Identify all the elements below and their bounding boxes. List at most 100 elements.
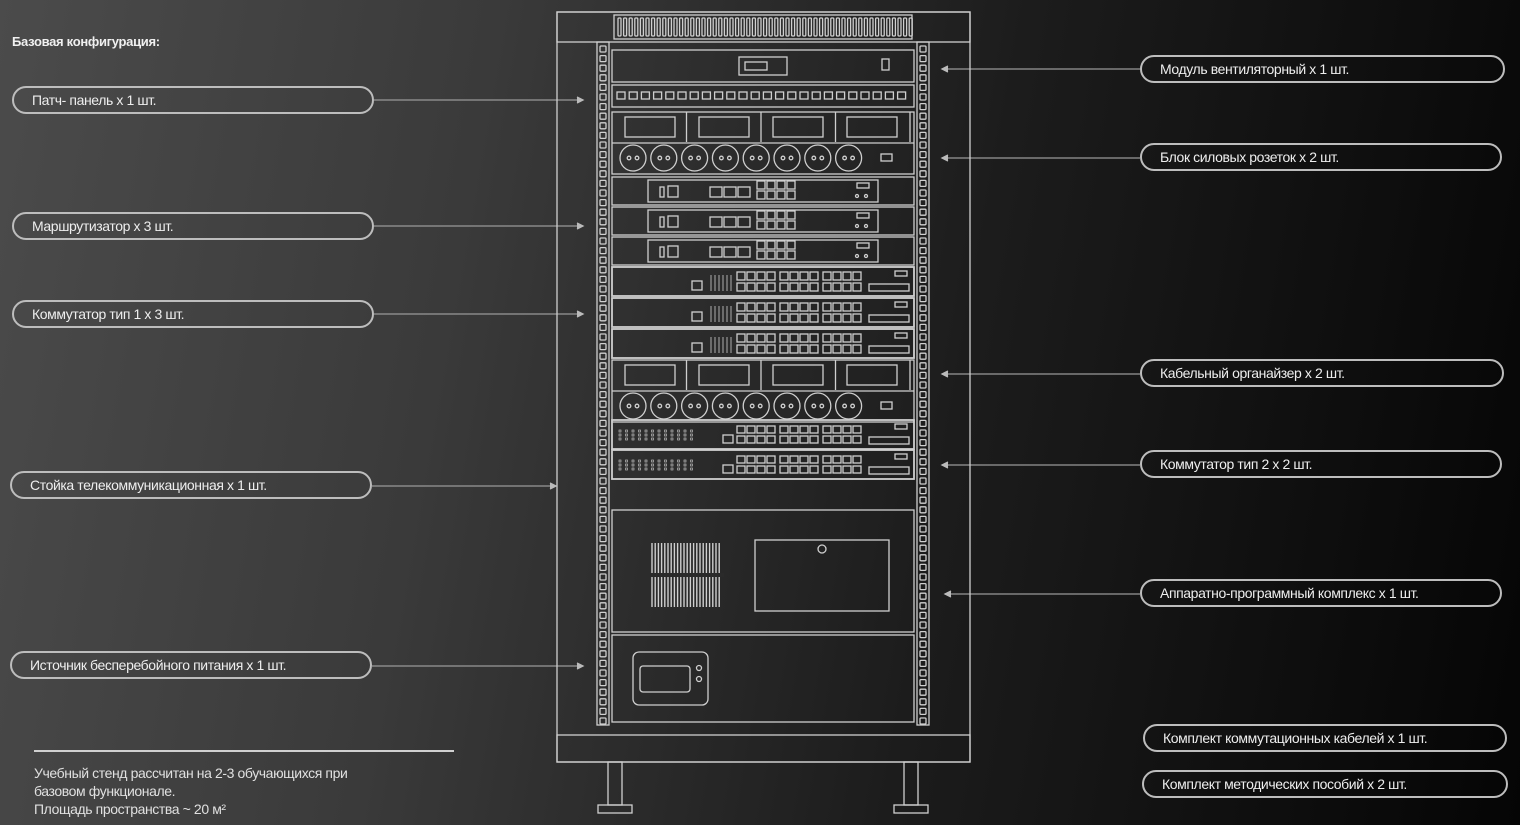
switch-port [842, 465, 852, 474]
power-indicator [772, 116, 824, 138]
router-port [667, 185, 679, 198]
socket-pin [788, 403, 794, 409]
switch-logo [894, 332, 908, 339]
rail-hole [599, 189, 607, 197]
switch-port [756, 344, 766, 354]
switch-port [766, 333, 776, 343]
patch-port [774, 91, 785, 100]
power-block-2 [611, 359, 915, 423]
led [683, 433, 687, 437]
switch-port [746, 333, 756, 343]
router-lan-port [766, 250, 776, 260]
patch-port [811, 91, 821, 100]
vent-slot [768, 17, 773, 37]
socket [804, 392, 832, 420]
patch-port [896, 91, 907, 100]
switch-port [756, 271, 766, 281]
router [611, 236, 915, 266]
switch-port [809, 282, 819, 292]
rail-hole [919, 323, 927, 332]
power-indicator [624, 364, 676, 386]
rail-hole [599, 582, 607, 591]
router-led [854, 193, 860, 199]
rail-hole [599, 304, 607, 312]
led [631, 433, 635, 437]
switch-port [822, 455, 832, 464]
router-body [647, 209, 879, 233]
led [618, 459, 622, 463]
patch-port [738, 91, 748, 100]
router-port [709, 246, 723, 258]
socket-pin [665, 155, 671, 161]
rail-hole [599, 285, 607, 293]
led [651, 463, 654, 467]
rail-hole [919, 438, 927, 447]
switch-port [736, 465, 746, 474]
section-heading: Базовая конфигурация: [12, 34, 160, 49]
vent-slot [774, 17, 779, 37]
note-text: Учебный стенд рассчитан на 2-3 обучающих… [34, 764, 348, 818]
router-lan-port [776, 240, 786, 250]
label-cable-kit: Комплект коммутационных кабелей х 1 шт. [1143, 724, 1507, 752]
led [683, 459, 687, 463]
led [638, 467, 641, 471]
router-port [659, 216, 665, 228]
led [657, 463, 661, 467]
patch-port [616, 91, 626, 100]
led [657, 459, 661, 463]
switch-port [822, 302, 832, 312]
switch-port [842, 455, 852, 464]
fan-switch [881, 58, 890, 71]
vent-slot [891, 17, 897, 37]
switch-port [842, 282, 852, 292]
socket [742, 392, 770, 420]
complex-panel [754, 539, 890, 612]
rail-hole [599, 179, 607, 188]
switch-logo [894, 301, 908, 308]
power-indicator [698, 116, 750, 138]
rack-base [556, 734, 971, 763]
socket-pin [811, 155, 817, 161]
rail-hole [919, 717, 927, 725]
switch-port [789, 455, 799, 464]
label-router: Маршрутизатор х 3 шт. [12, 212, 374, 240]
rail-hole [599, 554, 607, 562]
socket-pin [726, 403, 732, 409]
sfp-ports [868, 283, 910, 292]
rail-hole [919, 218, 927, 226]
switch-port [842, 271, 852, 281]
vent-slot [723, 17, 729, 37]
switch-port [799, 435, 809, 444]
led [631, 463, 635, 467]
switch-port [756, 425, 766, 434]
label-rack: Стойка телекоммуникационная х 1 шт. [10, 471, 372, 499]
rail-hole [599, 534, 607, 543]
switch-chassis [611, 297, 915, 328]
switch-port [766, 271, 776, 281]
patch-port [665, 91, 675, 100]
rail-hole [919, 534, 927, 543]
switch-port [779, 455, 789, 464]
switch-port [756, 282, 766, 292]
led [644, 467, 648, 471]
router-lan-port [786, 190, 796, 200]
rail-hole [919, 669, 927, 677]
label-power-block: Блок силовых розеток х 2 шт. [1140, 143, 1502, 171]
socket-pin [718, 155, 724, 161]
router-lan-port [766, 210, 776, 220]
ups-display [639, 665, 691, 693]
rail-hole [599, 573, 607, 581]
socket-pin [665, 403, 671, 409]
router-port [659, 186, 665, 198]
led [657, 437, 661, 441]
vent-slot [869, 17, 874, 37]
switch-port [852, 425, 862, 434]
led [638, 463, 641, 467]
socket-pin [780, 155, 786, 161]
rack-outline [556, 11, 971, 763]
router-logo [856, 212, 870, 219]
socket [619, 392, 647, 420]
rail-hole [919, 554, 927, 562]
rail-hole [919, 208, 927, 216]
